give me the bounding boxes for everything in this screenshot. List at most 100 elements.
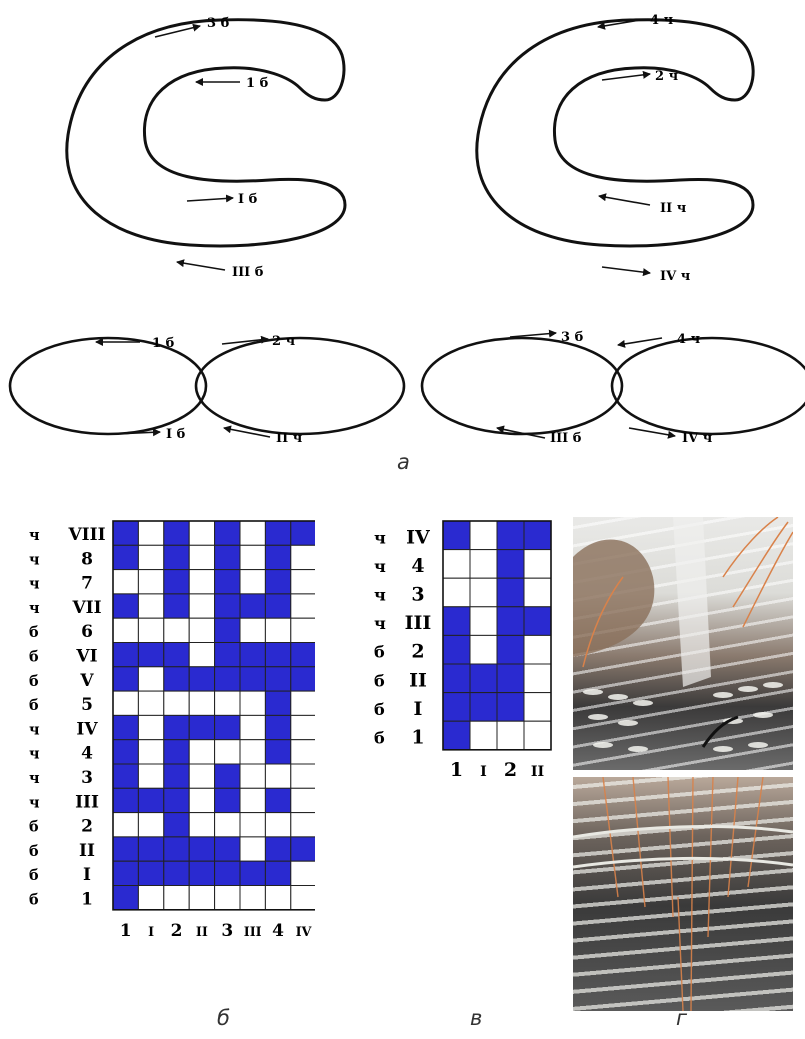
filled-cell [290, 642, 315, 668]
empty-cell [264, 812, 292, 838]
empty-cell [188, 520, 216, 546]
filled-cell [214, 544, 241, 571]
row-label: 3 [411, 584, 424, 606]
empty-cell [214, 812, 241, 838]
row-side-label: ч [29, 600, 40, 617]
row-side-label: ч [29, 527, 40, 544]
filled-cell [112, 763, 139, 789]
weaving-photo-bottom [573, 777, 793, 1011]
filled-cell [290, 836, 315, 862]
empty-cell [523, 577, 552, 608]
empty-cell [264, 885, 292, 911]
filled-cell [112, 714, 139, 741]
column-label: 4 [272, 921, 284, 941]
empty-cell [188, 739, 216, 765]
empty-cell [137, 617, 165, 643]
empty-cell [137, 812, 165, 838]
row-label: 3 [81, 768, 93, 788]
filled-cell [112, 860, 139, 887]
filled-cell [523, 520, 552, 551]
column-label: I [480, 764, 487, 780]
row-side-label: б [29, 867, 39, 884]
empty-cell [239, 739, 266, 765]
empty-cell [214, 690, 241, 716]
filled-cell [469, 692, 498, 722]
ellipse-pair-right-b [610, 336, 805, 436]
empty-cell [290, 787, 315, 814]
ellipse-pair-left-a [8, 336, 208, 436]
empty-cell [239, 520, 266, 546]
filled-cell [239, 860, 266, 887]
filled-cell [442, 520, 471, 551]
filled-cell [496, 606, 525, 636]
empty-cell [264, 617, 292, 643]
empty-cell [264, 763, 292, 789]
empty-cell [163, 617, 190, 643]
filled-cell [239, 666, 266, 692]
row-label: 1 [81, 889, 93, 909]
row-side-label: б [29, 891, 39, 908]
row-side-label: б [374, 671, 385, 690]
filled-cell [496, 549, 525, 579]
empty-cell [523, 720, 552, 751]
row-label: 5 [81, 695, 93, 715]
filled-cell [442, 663, 471, 694]
row-label: V [79, 671, 94, 691]
label-pair-Ib: I б [166, 427, 186, 442]
filled-cell [214, 714, 241, 741]
filled-cell [163, 569, 190, 595]
filled-cell [442, 692, 471, 722]
filled-cell [163, 836, 190, 862]
row-label: I [83, 865, 91, 885]
filled-cell [137, 836, 165, 862]
row-label: 1 [411, 727, 424, 749]
filled-cell [264, 836, 292, 862]
empty-cell [523, 634, 552, 665]
row-side-label: ч [374, 586, 386, 605]
empty-cell [137, 520, 165, 546]
filled-cell [112, 787, 139, 814]
filled-cell [239, 593, 266, 619]
filled-cell [264, 642, 292, 668]
filled-cell [469, 663, 498, 694]
empty-cell [290, 860, 315, 887]
panel-label-a: а [397, 450, 410, 474]
empty-cell [188, 885, 216, 911]
filled-cell [264, 569, 292, 595]
row-side-label: ч [374, 614, 386, 633]
label-Ib-left: I б [238, 192, 258, 207]
empty-cell [188, 642, 216, 668]
ellipse-pair-right-a [420, 336, 624, 436]
filled-cell [214, 617, 241, 643]
row-label: I [414, 698, 423, 720]
column-label: 1 [450, 759, 463, 781]
row-side-label: ч [29, 721, 40, 738]
label-pair-IIIb: III б [550, 431, 582, 446]
filled-cell [188, 860, 216, 887]
panel-label-d: г [676, 1006, 688, 1030]
filled-cell [214, 763, 241, 789]
empty-cell [239, 690, 266, 716]
row-label: III [405, 612, 432, 634]
filled-cell [496, 520, 525, 551]
column-label: IV [296, 925, 313, 940]
empty-cell [469, 606, 498, 636]
label-IVch-right: IV ч [660, 269, 691, 284]
filled-cell [163, 739, 190, 765]
empty-cell [290, 569, 315, 595]
row-label: II [409, 669, 427, 691]
empty-cell [469, 577, 498, 608]
empty-cell [290, 544, 315, 571]
empty-cell [137, 544, 165, 571]
empty-cell [214, 885, 241, 911]
filled-cell [290, 666, 315, 692]
filled-cell [214, 860, 241, 887]
filled-cell [214, 642, 241, 668]
filled-cell [112, 739, 139, 765]
row-label: 7 [81, 574, 93, 594]
row-side-label: б [374, 643, 385, 662]
loop-diagrams: 3 б 1 б I б III б 4 ч 2 ч II ч IV ч 1 б … [8, 13, 805, 446]
